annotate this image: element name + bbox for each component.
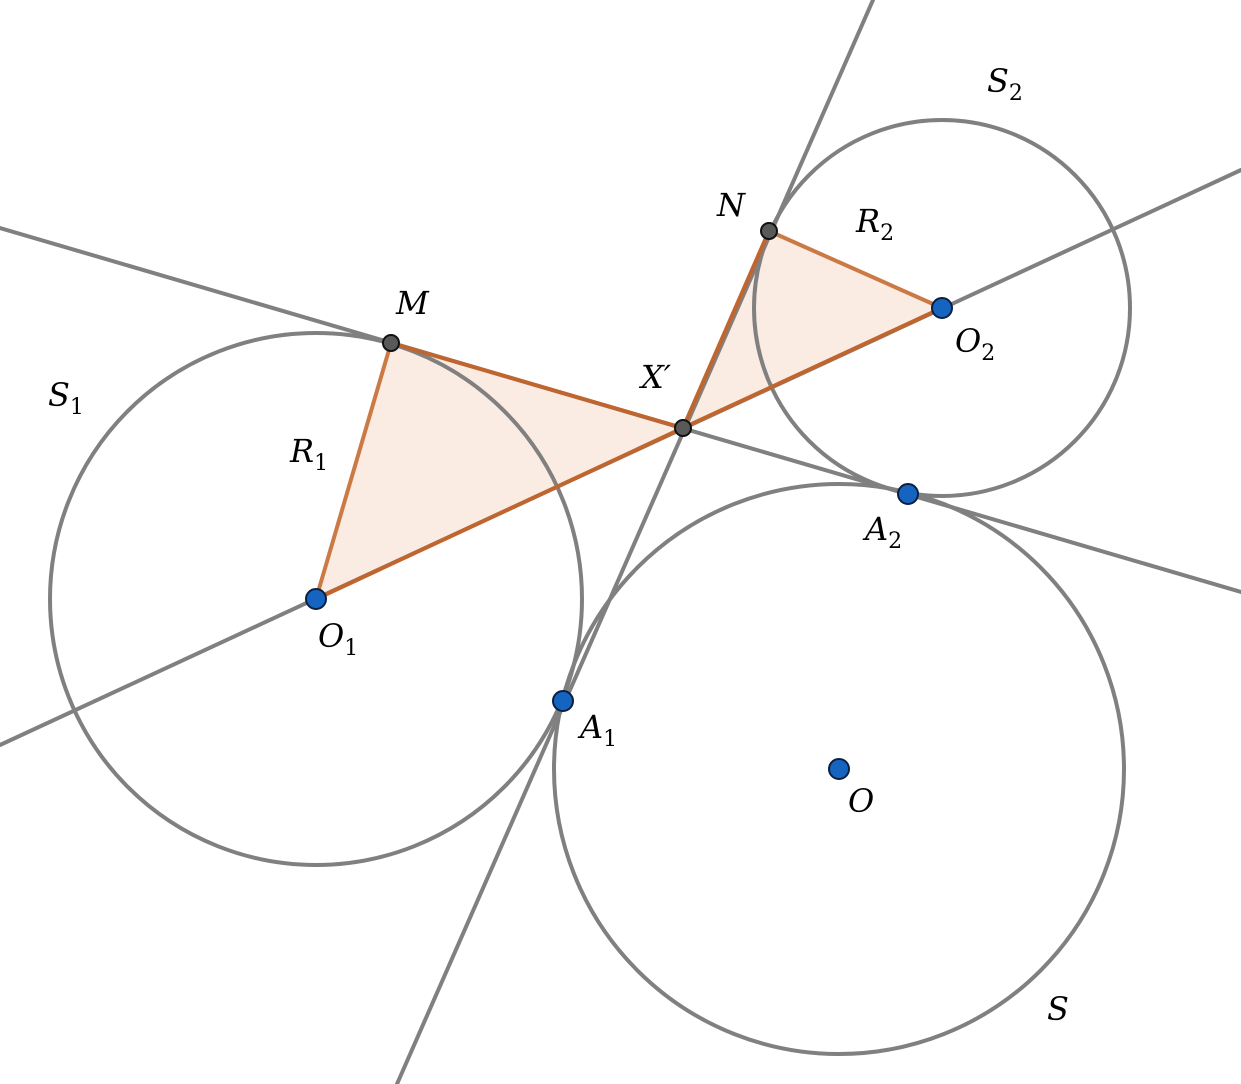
point-x-prime: [674, 419, 692, 437]
point-o2: [931, 297, 953, 319]
segment-m-x: [389, 341, 685, 430]
label-o1: O1: [318, 617, 358, 661]
circle-s: [552, 482, 1126, 1056]
segment-o2-x: [681, 306, 944, 430]
label-a1: A1: [577, 708, 617, 752]
label-s2: S2: [987, 62, 1023, 106]
label-o: O: [848, 782, 874, 820]
point-n: [760, 222, 778, 240]
label-s: S: [1047, 990, 1069, 1028]
radius-r1: [314, 341, 393, 601]
label-x-prime: X′: [638, 358, 672, 396]
point-o1: [305, 588, 327, 610]
point-a2: [897, 483, 919, 505]
point-a1: [552, 690, 574, 712]
label-o2: O2: [955, 322, 995, 366]
triangle-o1-m-x: [316, 343, 683, 599]
triangle-o2-n-x: [683, 231, 942, 428]
label-n: N: [716, 186, 746, 224]
label-s1: S1: [48, 376, 84, 420]
label-r2: R2: [855, 202, 894, 246]
segment-n-x: [681, 229, 771, 430]
point-m: [382, 334, 400, 352]
circle-s2: [752, 118, 1132, 498]
label-r1: R1: [289, 432, 328, 476]
segment-o1-x: [314, 426, 685, 601]
radius-r2: [767, 229, 944, 310]
circle-s1: [48, 331, 584, 867]
label-m: M: [395, 284, 430, 322]
tangent-line-n-x: [395, 0, 875, 1084]
point-o: [828, 758, 850, 780]
label-a2: A2: [862, 510, 902, 554]
